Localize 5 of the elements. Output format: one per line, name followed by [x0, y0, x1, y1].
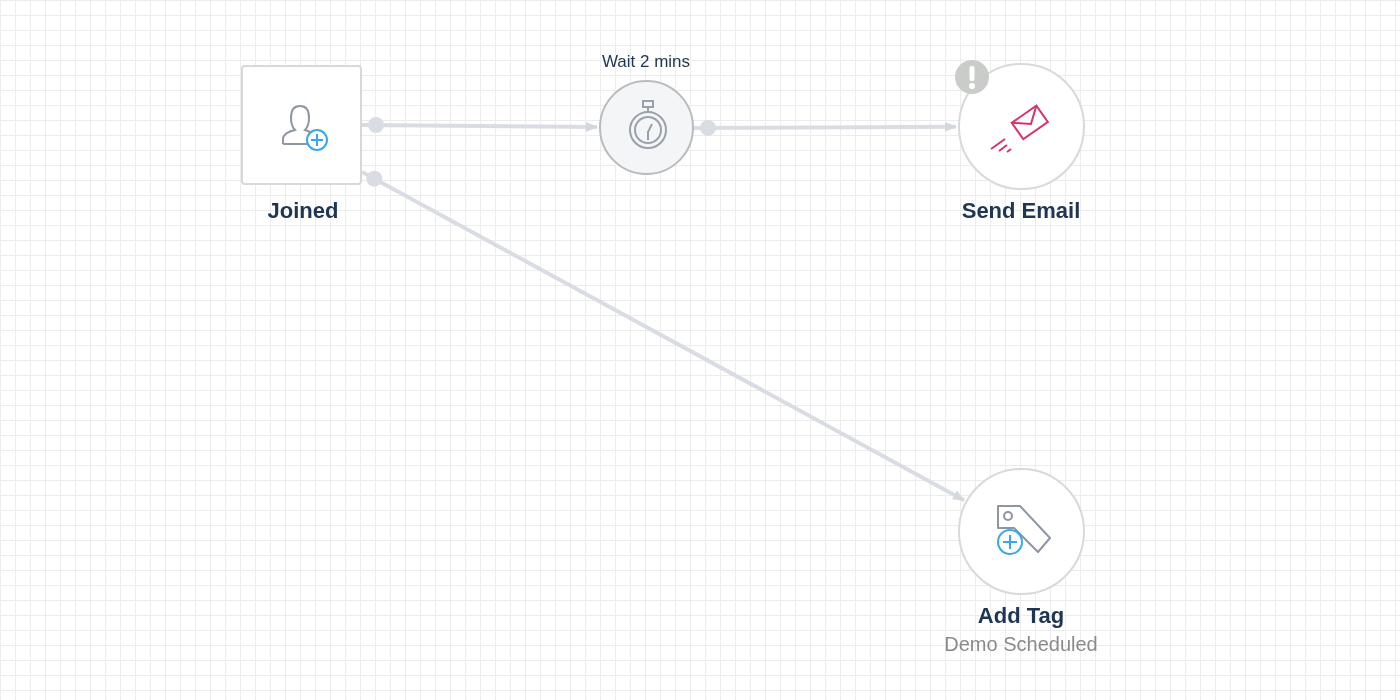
step-title: Joined: [266, 198, 340, 224]
step-title: Wait 2 mins: [600, 52, 692, 72]
step-title: Add Tag: [976, 603, 1066, 629]
step-title: Send Email: [960, 198, 1082, 224]
step-subtitle: Demo Scheduled: [943, 633, 1099, 656]
